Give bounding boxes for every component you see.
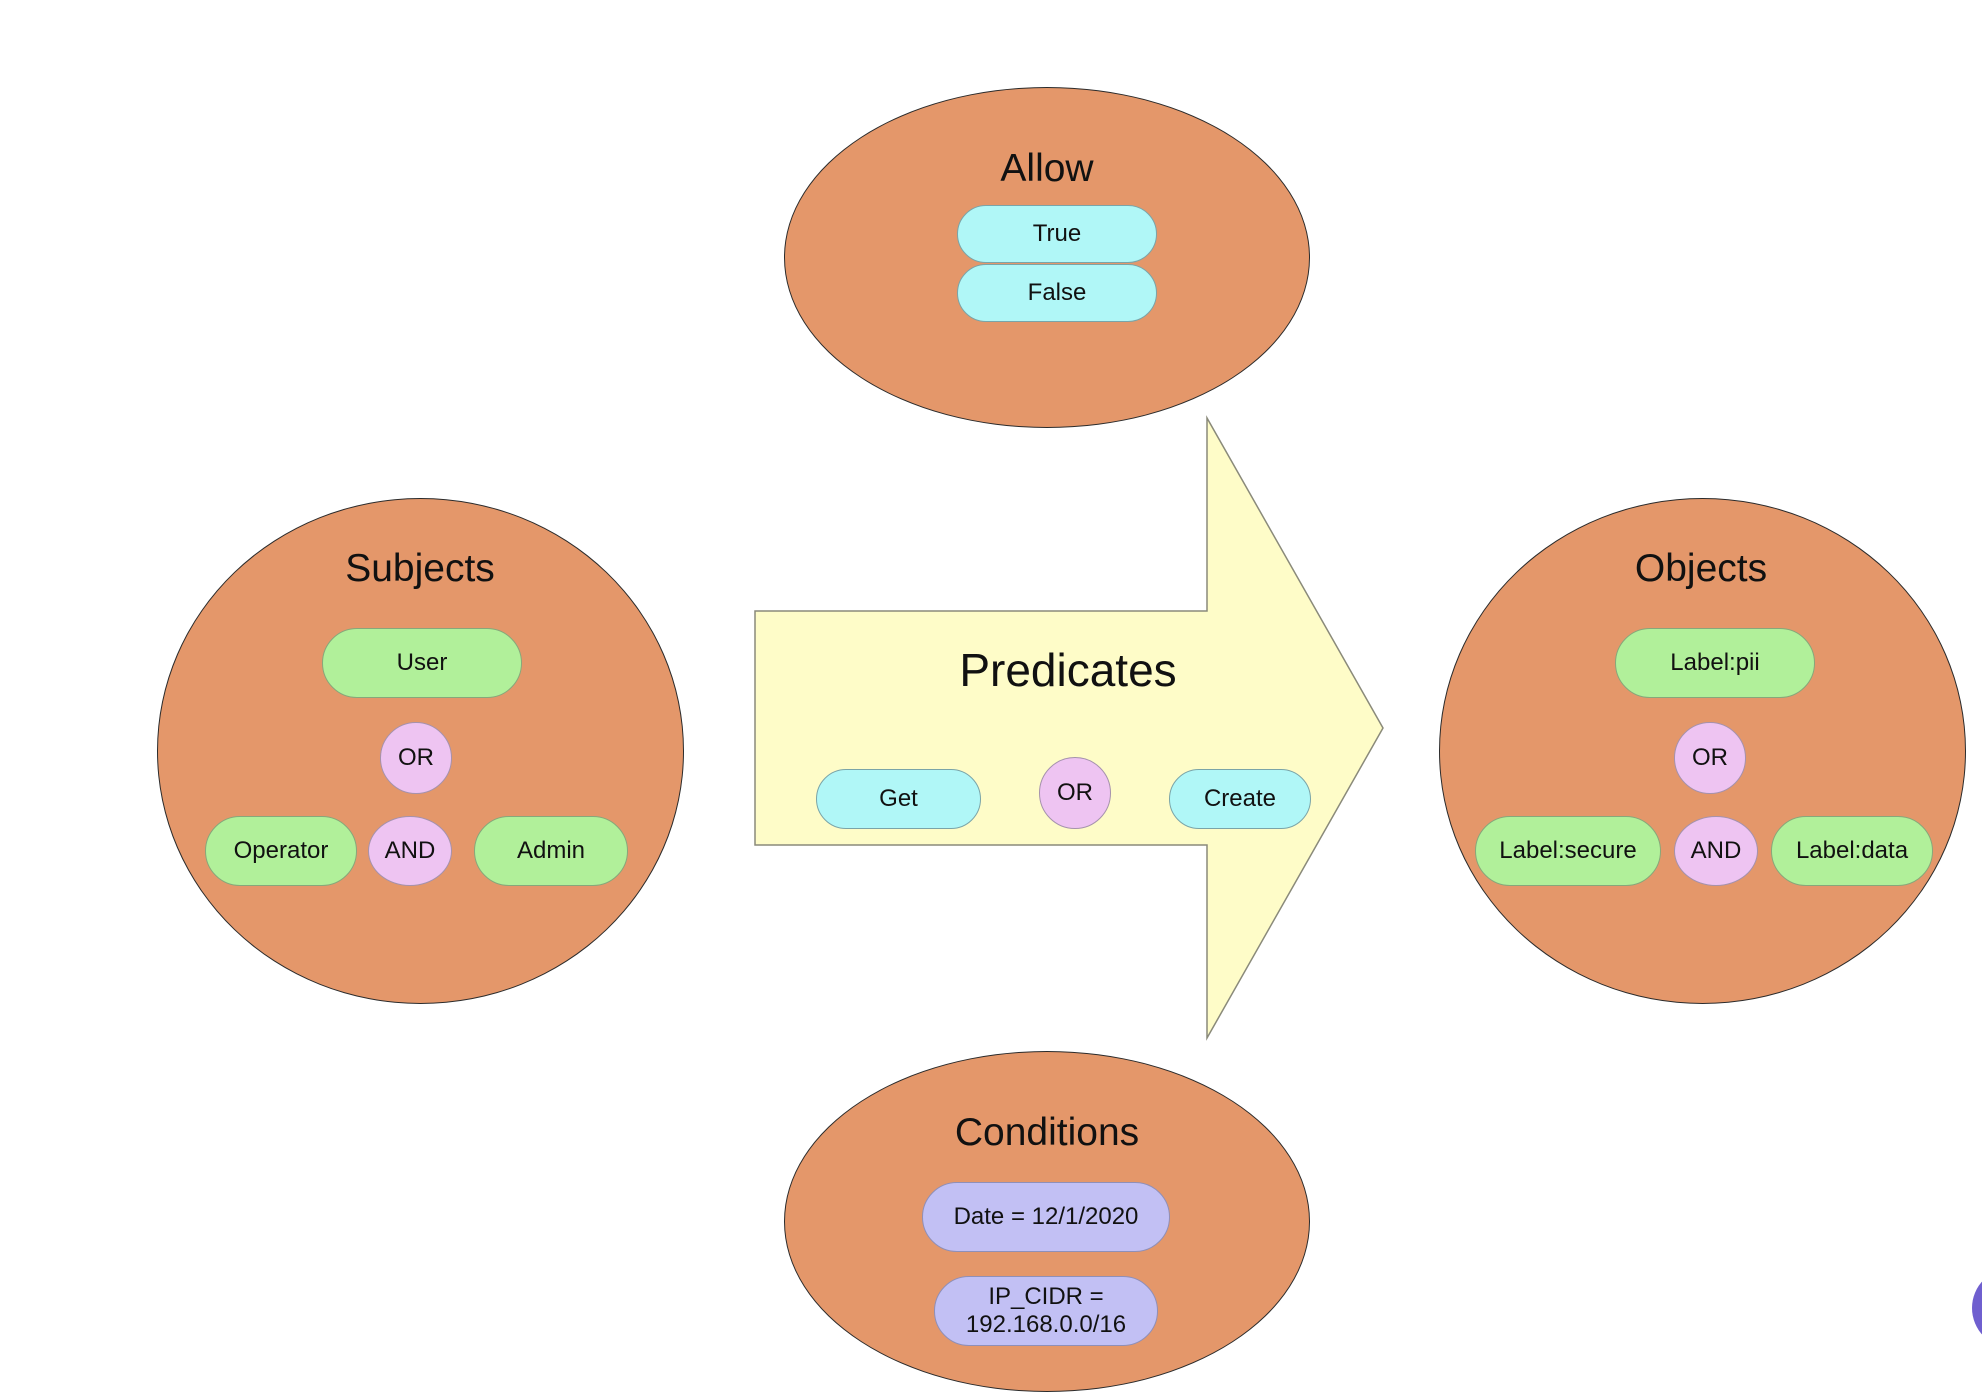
predicates-get-pill: Get (816, 769, 981, 829)
subjects-operator-pill: Operator (205, 816, 357, 886)
subjects-and-operator: AND (368, 816, 452, 886)
allow-true-pill: True (957, 205, 1157, 263)
conditions-title: Conditions (954, 1111, 1140, 1154)
predicates-or-operator: OR (1039, 757, 1111, 829)
conditions-date-pill: Date = 12/1/2020 (922, 1182, 1170, 1252)
predicates-title: Predicates (959, 644, 1177, 696)
subjects-admin-pill: Admin (474, 816, 628, 886)
subjects-title: Subjects (345, 547, 495, 590)
conditions-ip-cidr-pill: IP_CIDR = 192.168.0.0/16 (934, 1276, 1158, 1346)
objects-title: Objects (1634, 547, 1768, 590)
objects-label-data-pill: Label:data (1771, 816, 1933, 886)
subjects-user-pill: User (322, 628, 522, 698)
objects-label-secure-pill: Label:secure (1475, 816, 1661, 886)
allow-false-pill: False (957, 264, 1157, 322)
allow-title: Allow (1000, 147, 1094, 190)
objects-or-operator: OR (1674, 722, 1746, 794)
subjects-or-operator: OR (380, 722, 452, 794)
objects-label-pii-pill: Label:pii (1615, 628, 1815, 698)
predicates-create-pill: Create (1169, 769, 1311, 829)
conditions-ip-line2: 192.168.0.0/16 (965, 1311, 1127, 1338)
corner-badge (1972, 1268, 1982, 1348)
objects-and-operator: AND (1674, 816, 1758, 886)
conditions-ip-line1: IP_CIDR = (988, 1283, 1104, 1311)
